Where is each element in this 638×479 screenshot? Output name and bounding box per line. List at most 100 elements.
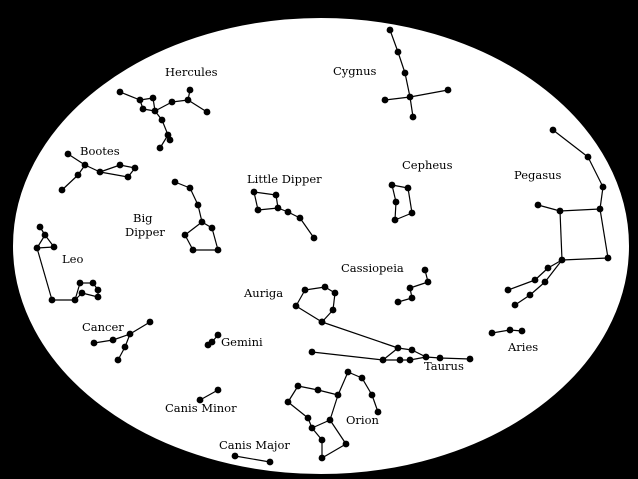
bootes-label: Bootes	[80, 144, 120, 158]
auriga-star	[329, 306, 337, 314]
little-dipper-star	[284, 208, 292, 216]
cassiopeia-star	[394, 298, 402, 306]
cygnus-line	[389, 29, 399, 53]
pegasus-line	[507, 279, 536, 291]
cygnus-star	[406, 93, 414, 101]
canis-minor-line	[199, 389, 219, 401]
pegasus-label: Pegasus	[514, 168, 562, 182]
canis-major-line	[234, 455, 271, 463]
canis-minor-star	[196, 396, 204, 404]
bootes-star	[64, 150, 72, 158]
little-dipper-star	[250, 188, 258, 196]
leo-star	[50, 243, 58, 251]
cepheus-line	[407, 187, 413, 214]
bootes-star	[74, 171, 82, 179]
leo-star	[48, 296, 56, 304]
pegasus-star	[504, 286, 512, 294]
pegasus-line	[537, 204, 561, 212]
big-dipper-star	[194, 201, 202, 209]
orion-star	[342, 440, 350, 448]
pegasus-star	[599, 183, 607, 191]
constellation-stars	[33, 26, 612, 466]
leo-star	[71, 296, 79, 304]
pegasus-line	[599, 208, 609, 259]
little-dipper-star	[254, 206, 262, 214]
taurus-star	[379, 356, 387, 364]
bootes-star	[58, 186, 66, 194]
leo-line	[36, 247, 53, 301]
hercules-star	[203, 108, 211, 116]
pegasus-line	[552, 129, 589, 158]
taurus-star	[308, 348, 316, 356]
cepheus-star	[392, 198, 400, 206]
aries-label: Aries	[507, 340, 538, 354]
orion-star	[344, 368, 352, 376]
cancer-star	[146, 318, 154, 326]
cygnus-star	[394, 48, 402, 56]
pegasus-star	[534, 201, 542, 209]
hercules-star	[139, 105, 147, 113]
canis-major-star	[231, 452, 239, 460]
leo-label: Leo	[62, 252, 83, 266]
cassiopeia-label: Cassiopeia	[341, 261, 404, 275]
leo-star	[94, 293, 102, 301]
big-dipper-star	[214, 246, 222, 254]
cancer-star	[114, 356, 122, 364]
cygnus-line	[409, 89, 449, 98]
hercules-star	[156, 144, 164, 152]
big-dipper-star	[171, 178, 179, 186]
orion-star	[284, 398, 292, 406]
taurus-line	[311, 351, 384, 361]
orion-line	[321, 443, 347, 459]
orion-star	[368, 391, 376, 399]
leo-star	[41, 231, 49, 239]
hercules-star	[136, 96, 144, 104]
bootes-star	[124, 173, 132, 181]
pegasus-line	[561, 257, 609, 261]
pegasus-star	[584, 153, 592, 161]
pegasus-star	[541, 278, 549, 286]
cepheus-star	[391, 216, 399, 224]
cancer-line	[129, 321, 151, 335]
cancer-star	[90, 339, 98, 347]
hercules-star	[168, 98, 176, 106]
bootes-star	[96, 168, 104, 176]
hercules-star	[184, 96, 192, 104]
taurus-star	[396, 356, 404, 364]
orion-line	[337, 371, 349, 396]
pegasus-star	[531, 276, 539, 284]
little-dipper-line	[253, 191, 277, 196]
hercules-line	[187, 99, 208, 113]
orion-star	[374, 408, 382, 416]
bootes-star	[116, 161, 124, 169]
canis-major-star	[266, 458, 274, 466]
auriga-star	[292, 302, 300, 310]
auriga-star	[321, 283, 329, 291]
aries-star	[506, 326, 514, 334]
auriga-line	[295, 305, 323, 323]
pegasus-line	[559, 208, 601, 212]
big-dipper-star	[198, 218, 206, 226]
cygnus-line	[397, 51, 406, 74]
canis-minor-label: Canis Minor	[165, 401, 237, 415]
pegasus-line	[544, 259, 563, 283]
canis-minor-star	[214, 386, 222, 394]
big-dipper-label: Dipper	[125, 225, 165, 239]
leo-star	[78, 289, 86, 297]
taurus-star	[408, 346, 416, 354]
big-dipper-star	[208, 224, 216, 232]
little-dipper-label: Little Dipper	[247, 172, 322, 186]
cygnus-line	[404, 72, 411, 98]
orion-star	[304, 414, 312, 422]
cepheus-star	[388, 181, 396, 189]
cygnus-star	[381, 96, 389, 104]
taurus-star	[318, 318, 326, 326]
leo-star	[94, 286, 102, 294]
hercules-star	[116, 88, 124, 96]
pegasus-star	[549, 126, 557, 134]
cepheus-label: Cepheus	[402, 158, 453, 172]
big-dipper-line	[211, 227, 219, 251]
pegasus-line	[559, 210, 563, 261]
taurus-star	[422, 353, 430, 361]
orion-star	[318, 454, 326, 462]
